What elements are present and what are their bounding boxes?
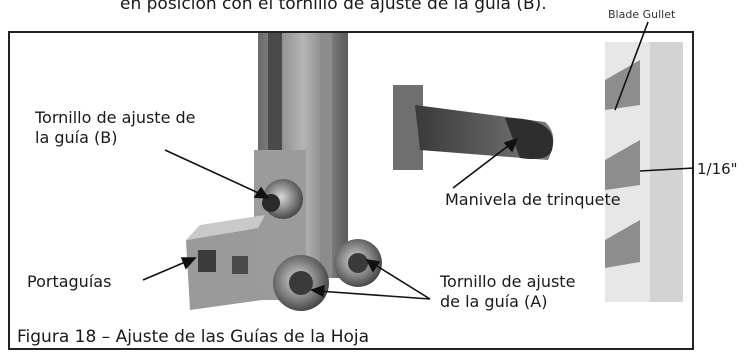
screw-b-label-line1: Tornillo de ajuste de (35, 108, 196, 127)
ratchet-handle-shape (393, 85, 554, 170)
screw-a-label-line2: de la guía (A) (440, 292, 548, 311)
figure-frame (8, 31, 694, 350)
sixteenth-inch-label: 1/16" (697, 160, 738, 178)
intro-text: en posición con el tornillo de ajuste de… (120, 0, 547, 14)
screw-b-label-line2: la guía (B) (35, 128, 118, 147)
adjustment-screw-b (262, 179, 303, 219)
blade-gullet-label: Blade Gullet (608, 8, 676, 21)
guide-holder-block (186, 215, 265, 310)
leader-lines (142, 21, 695, 300)
ratchet-handle-label: Manivela de trinquete (445, 190, 621, 209)
guide-bearings-a (273, 239, 382, 311)
blade-teeth-inset (605, 42, 683, 302)
figure-caption: Figura 18 – Ajuste de las Guías de la Ho… (17, 327, 370, 347)
guide-holder-label: Portaguías (27, 272, 112, 291)
screw-a-label-line1: Tornillo de ajuste (440, 272, 576, 291)
